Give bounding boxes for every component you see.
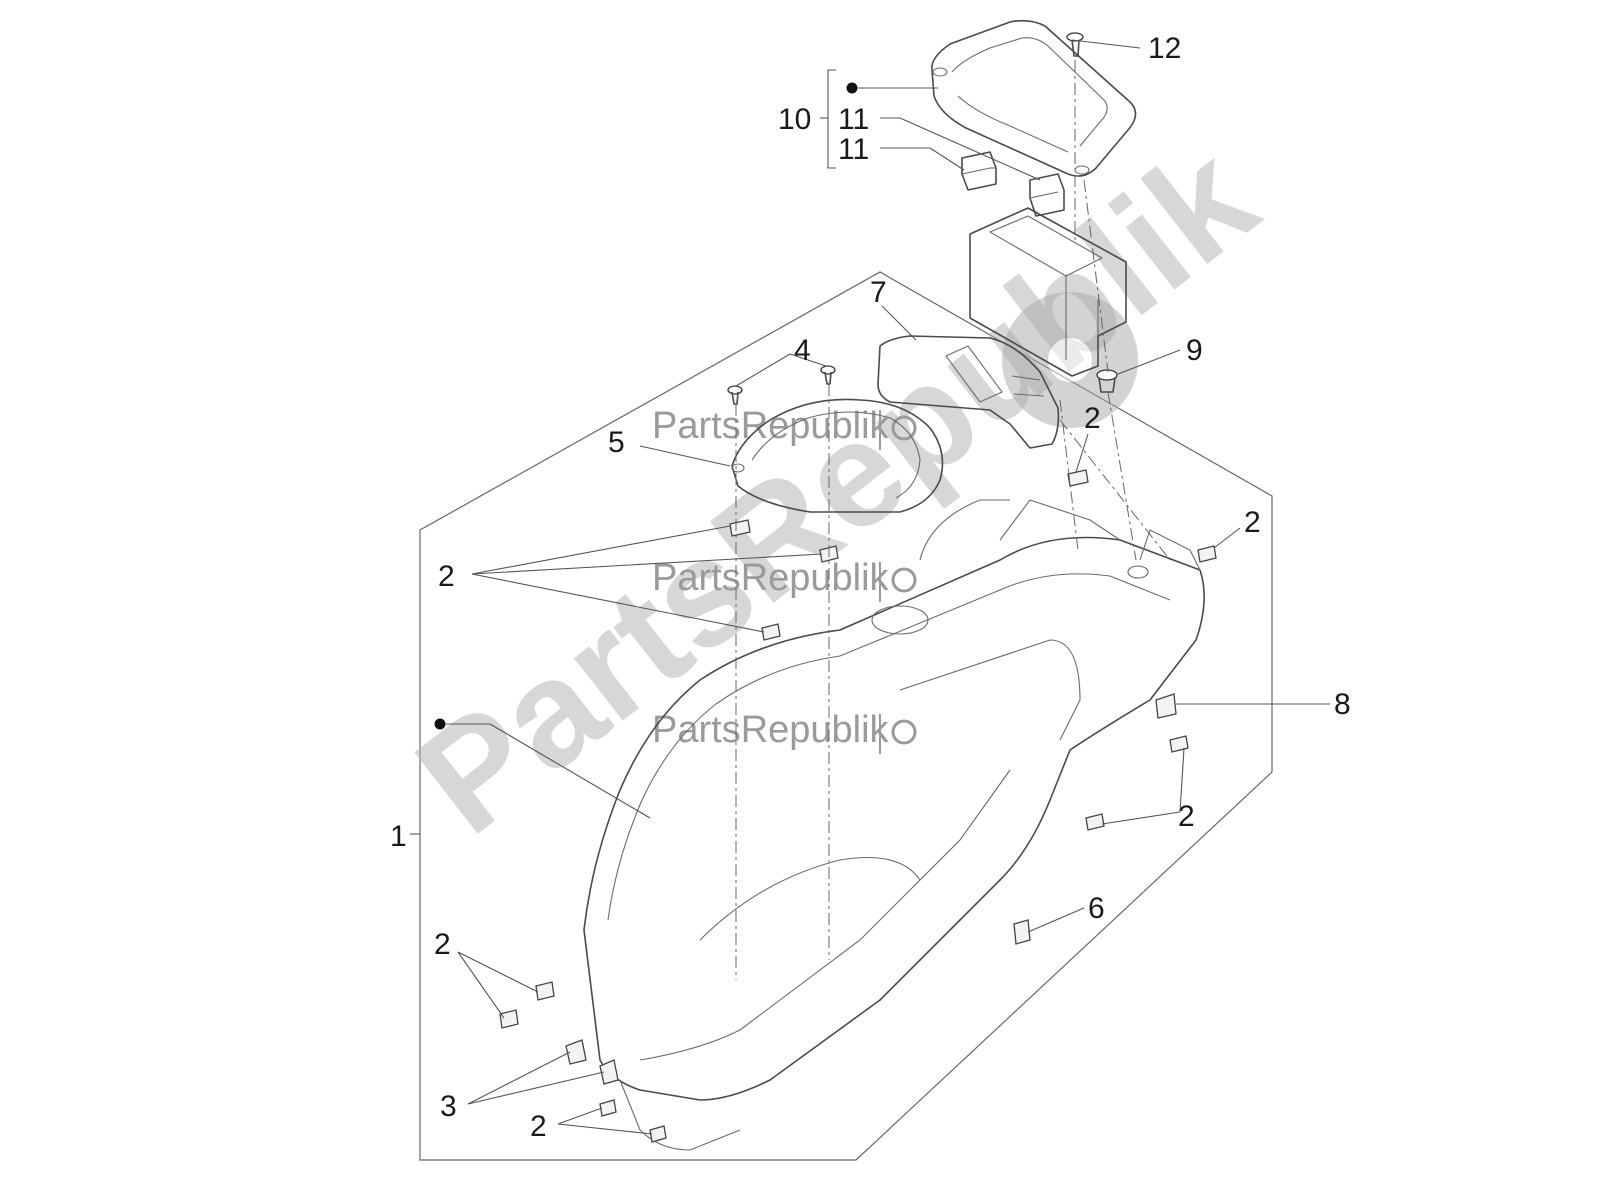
callout-11: 11 <box>838 133 869 166</box>
callout-12: 12 <box>1148 32 1181 65</box>
clip-3-1 <box>565 1039 587 1065</box>
watermark-text: PartsRepublik <box>652 709 890 751</box>
clip-2-5 <box>1197 545 1217 563</box>
watermark-text: PartsRepublik <box>652 557 890 599</box>
clip-2-1 <box>729 519 751 537</box>
clip-3-2 <box>599 1059 619 1085</box>
clip-2-3 <box>761 623 781 641</box>
callout-2: 2 <box>438 560 455 593</box>
callout-3: 3 <box>440 1090 457 1123</box>
callout-2: 2 <box>1178 800 1195 833</box>
gear-icon <box>891 567 917 593</box>
assembly-frame <box>419 271 1273 1161</box>
watermark-text: PartsRepublik <box>652 405 890 447</box>
watermark-diagonal: PartsRepublik <box>386 112 1285 866</box>
watermark-strip-1: PartsRepublik <box>652 405 917 450</box>
watermark-strip-3: PartsRepublik <box>652 709 917 754</box>
part-7-battery-holder <box>877 335 1060 449</box>
part-11-pad-right <box>1029 173 1065 217</box>
part-9-bolt <box>1096 369 1118 393</box>
alignment-line <box>1107 391 1137 561</box>
part-1-helmet-compartment <box>583 499 1205 1151</box>
alignment-line <box>1059 399 1079 551</box>
callout-11: 11 <box>838 103 869 136</box>
clip-2-6 <box>1169 735 1189 753</box>
callout-9: 9 <box>1186 334 1203 367</box>
part-11-pad-left <box>961 151 997 191</box>
part-4-screw-right <box>820 365 836 385</box>
part-4-screw-left <box>727 385 743 405</box>
callout-5: 5 <box>608 426 625 459</box>
clip-2-4 <box>1067 469 1089 487</box>
battery-box <box>969 207 1127 377</box>
leader-lines <box>410 39 1330 1135</box>
callout-6: 6 <box>1088 892 1105 925</box>
part-5-inspection-cover <box>731 398 944 513</box>
gear-icon <box>891 719 917 745</box>
clip-8 <box>1155 693 1177 719</box>
callout-1: 1 <box>390 820 407 853</box>
clip-2-10 <box>599 1099 617 1117</box>
clip-2-9 <box>499 1009 519 1029</box>
watermark-gear-large <box>1002 292 1138 428</box>
clip-2-11 <box>649 1125 667 1143</box>
clip-6 <box>1013 919 1031 945</box>
clip-2-8 <box>535 981 555 1001</box>
watermark-strip-2: PartsRepublik <box>652 557 917 602</box>
callout-10: 10 <box>778 103 811 136</box>
part-12-screw <box>1066 32 1084 57</box>
clip-2-7 <box>1085 813 1105 831</box>
callout-4: 4 <box>794 334 811 367</box>
callout-7: 7 <box>870 276 887 309</box>
callout-2: 2 <box>1084 402 1101 435</box>
callout-2: 2 <box>434 928 451 961</box>
alignment-line <box>1083 179 1109 373</box>
gear-icon <box>891 415 917 441</box>
callout-2: 2 <box>530 1110 547 1143</box>
alignment-line <box>1059 419 1171 561</box>
callout-8: 8 <box>1334 688 1351 721</box>
callout-2: 2 <box>1244 506 1261 539</box>
